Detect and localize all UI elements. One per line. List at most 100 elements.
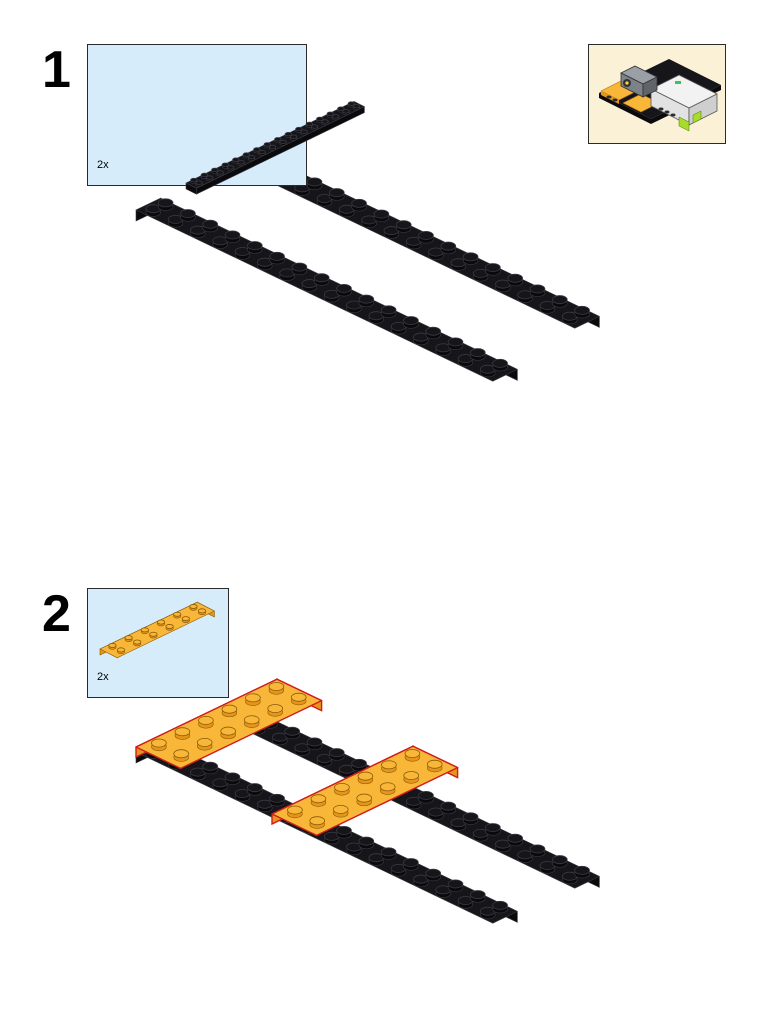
stud xyxy=(485,263,501,276)
stud xyxy=(450,258,467,271)
stud xyxy=(529,284,546,297)
stud xyxy=(243,715,260,728)
stud xyxy=(346,300,362,314)
stud xyxy=(269,793,285,807)
stud xyxy=(323,831,340,845)
stud xyxy=(313,273,330,286)
stud xyxy=(195,180,203,187)
stud xyxy=(108,643,117,650)
stud xyxy=(287,805,303,819)
stud xyxy=(342,109,350,116)
stud xyxy=(234,789,251,802)
stud xyxy=(151,738,167,752)
stud xyxy=(469,890,486,903)
finished-model-icon xyxy=(599,59,721,132)
stud xyxy=(435,885,452,898)
stud xyxy=(190,767,206,781)
stud xyxy=(268,682,285,695)
stud xyxy=(358,294,375,308)
stud xyxy=(380,305,397,318)
stud xyxy=(237,160,245,167)
stud xyxy=(145,204,162,217)
stud xyxy=(256,799,273,813)
stud xyxy=(457,354,474,367)
stud xyxy=(306,177,323,190)
stud xyxy=(390,321,407,335)
stud xyxy=(234,247,251,260)
stud xyxy=(574,865,590,879)
stud xyxy=(173,611,182,619)
stud xyxy=(180,209,196,222)
stud xyxy=(224,772,241,785)
stud xyxy=(140,627,149,635)
stud xyxy=(224,230,241,243)
part-quantity: 2x xyxy=(97,671,109,683)
stud xyxy=(216,170,224,177)
stud xyxy=(328,748,345,761)
stud xyxy=(428,807,444,821)
stud xyxy=(205,175,214,182)
stud xyxy=(198,715,214,729)
stud xyxy=(356,793,373,807)
stud xyxy=(301,279,318,292)
stud xyxy=(306,737,323,750)
stud xyxy=(485,823,501,836)
stud xyxy=(256,257,273,271)
stud xyxy=(331,114,340,121)
stud xyxy=(379,782,396,795)
stud xyxy=(403,858,419,871)
stud xyxy=(197,608,207,616)
stud xyxy=(435,343,452,356)
stud xyxy=(426,759,443,773)
stud xyxy=(462,252,479,265)
stud xyxy=(479,906,496,920)
stud xyxy=(332,804,349,818)
stud xyxy=(529,844,546,857)
stud xyxy=(221,704,238,718)
stud xyxy=(173,749,190,762)
stud xyxy=(157,198,174,211)
stud xyxy=(479,364,496,378)
stud xyxy=(269,251,285,265)
stud xyxy=(539,301,556,314)
stud xyxy=(507,273,524,287)
stud xyxy=(291,262,308,276)
stud xyxy=(290,692,307,706)
stud xyxy=(404,749,421,762)
stud xyxy=(189,604,198,611)
stud xyxy=(517,850,533,863)
stud xyxy=(373,209,390,223)
stud xyxy=(174,727,191,740)
finished-model-preview xyxy=(588,44,726,144)
stud xyxy=(457,896,474,909)
stud xyxy=(321,119,329,126)
stud xyxy=(310,794,327,807)
stud xyxy=(507,833,524,847)
stud xyxy=(492,358,508,372)
stud xyxy=(413,874,429,888)
stud xyxy=(336,283,352,297)
stud xyxy=(352,104,361,110)
stud xyxy=(395,220,412,233)
stud xyxy=(149,631,158,639)
plate-2x16-black-icon xyxy=(185,101,365,195)
stud xyxy=(310,124,319,131)
stud xyxy=(492,900,508,914)
stud xyxy=(200,172,209,179)
stud xyxy=(495,279,511,293)
stud xyxy=(358,836,375,850)
stud xyxy=(336,825,352,839)
stud xyxy=(309,816,326,829)
step-number: 2 xyxy=(42,585,71,643)
stud xyxy=(418,790,434,804)
stud xyxy=(357,771,374,785)
stud xyxy=(472,268,489,282)
stud xyxy=(267,704,284,717)
stud xyxy=(561,871,578,885)
stud xyxy=(328,188,345,201)
stud xyxy=(268,144,277,151)
part-quantity: 2x xyxy=(97,159,109,171)
step-2-assembly xyxy=(135,678,600,924)
stud xyxy=(334,782,350,796)
parts-callout: 2x xyxy=(87,44,365,195)
